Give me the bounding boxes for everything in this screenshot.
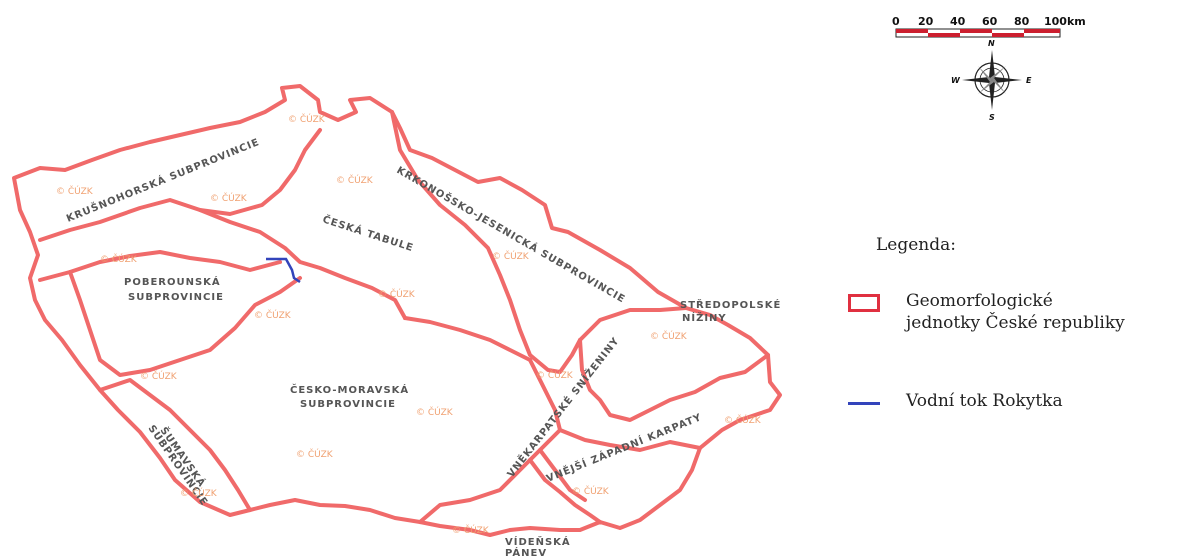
legend-label-rokytka: Vodní tok Rokytka xyxy=(906,391,1063,411)
region-label-cesko-moravska-sub: SUBPROVINCIE xyxy=(300,399,396,410)
watermark: © ČÚZK xyxy=(140,370,178,382)
scale-bar: 0 20 40 60 80 100km xyxy=(892,15,1086,38)
region-label-panev: PÁNEV xyxy=(505,546,547,556)
region-label-stredopolske: STŘEDOPOLSKÉ xyxy=(680,298,781,311)
boundary-sumavska xyxy=(98,378,252,512)
region-boundaries xyxy=(12,84,782,537)
watermark: © ČÚZK xyxy=(452,524,490,536)
region-label-videnska: VÍDEŇSKÁ xyxy=(505,535,571,548)
boundary-poberounska-south xyxy=(68,270,302,377)
scale-label-60: 60 xyxy=(982,15,998,28)
scale-label-100: 100km xyxy=(1044,15,1086,28)
boundary-viden xyxy=(528,448,602,524)
boundary-ceska-tabule-east xyxy=(403,316,532,362)
watermark: © ČÚZK xyxy=(210,192,248,204)
watermark: © ČÚZK xyxy=(536,369,574,381)
region-label-poberounska-sub: SUBPROVINCIE xyxy=(128,292,224,303)
boundary-krkonosska xyxy=(390,110,688,374)
legend-item-rokytka: Vodní tok Rokytka xyxy=(848,390,1063,412)
watermark: © ČÚZK xyxy=(336,174,374,186)
country-outline xyxy=(12,84,782,537)
red-outline-box-icon xyxy=(848,294,880,312)
boundary-ceska-tabule-west xyxy=(198,208,407,320)
watermark: © ČÚZK xyxy=(492,250,530,262)
region-label-krusnohorska: KRUŠNOHORSKÁ SUBPROVINCIE xyxy=(64,135,261,225)
legend: Legenda: Geomorfologické jednotky České … xyxy=(848,235,1188,411)
scale-label-80: 80 xyxy=(1014,15,1030,28)
boundary-vnekarpatske xyxy=(578,338,770,422)
watermark: © ČÚZK xyxy=(100,253,138,265)
compass-w: W xyxy=(951,76,961,85)
scale-label-20: 20 xyxy=(918,15,934,28)
watermark: © ČÚZK xyxy=(288,113,326,125)
region-label-vnejsi-karpaty: VNĚJŠÍ ZÁPADNÍ KARPATY xyxy=(544,410,703,485)
watermark: © ČÚZK xyxy=(724,414,762,426)
region-label-cesko-moravska: ČESKO-MORAVSKÁ xyxy=(290,383,409,396)
legend-label-line1: Geomorfologické xyxy=(906,291,1053,311)
scale-label-40: 40 xyxy=(950,15,966,28)
region-label-poberounska: POBEROUNSKÁ xyxy=(124,275,221,288)
boundary-poberounska xyxy=(38,250,282,282)
region-label-niziny: NÍŽINY xyxy=(682,311,727,324)
legend-title: Legenda: xyxy=(876,235,956,255)
scale-label-0: 0 xyxy=(892,15,900,28)
legend-item-geomorfologicke: Geomorfologické jednotky České republiky xyxy=(848,290,1125,334)
compass-e: E xyxy=(1026,76,1032,85)
watermark: © ČÚZK xyxy=(180,487,218,499)
watermark: © ČÚZK xyxy=(650,330,688,342)
watermark: © ČÚZK xyxy=(296,448,334,460)
boundary-vnejsi-karpaty xyxy=(558,428,702,452)
watermark: © ČÚZK xyxy=(56,185,94,197)
compass-s: S xyxy=(989,113,995,122)
watermark: © ČÚZK xyxy=(254,309,292,321)
watermark: © ČÚZK xyxy=(378,288,416,300)
blue-line-icon xyxy=(848,402,880,405)
compass-n: N xyxy=(988,39,995,48)
legend-label-line2: jednotky České republiky xyxy=(906,313,1125,333)
watermarks: © ČÚZK © ČÚZK © ČÚZK © ČÚZK © ČÚZK © ČÚZ… xyxy=(56,113,762,536)
region-label-ceska-tabule: ČESKÁ TABULE xyxy=(321,212,415,254)
watermark: © ČÚZK xyxy=(416,406,454,418)
watermark: © ČÚZK xyxy=(572,485,610,497)
boundary-krusnohorska xyxy=(38,128,322,242)
river-rokytka xyxy=(266,257,301,284)
compass-rose-icon: N S W E xyxy=(951,39,1032,122)
